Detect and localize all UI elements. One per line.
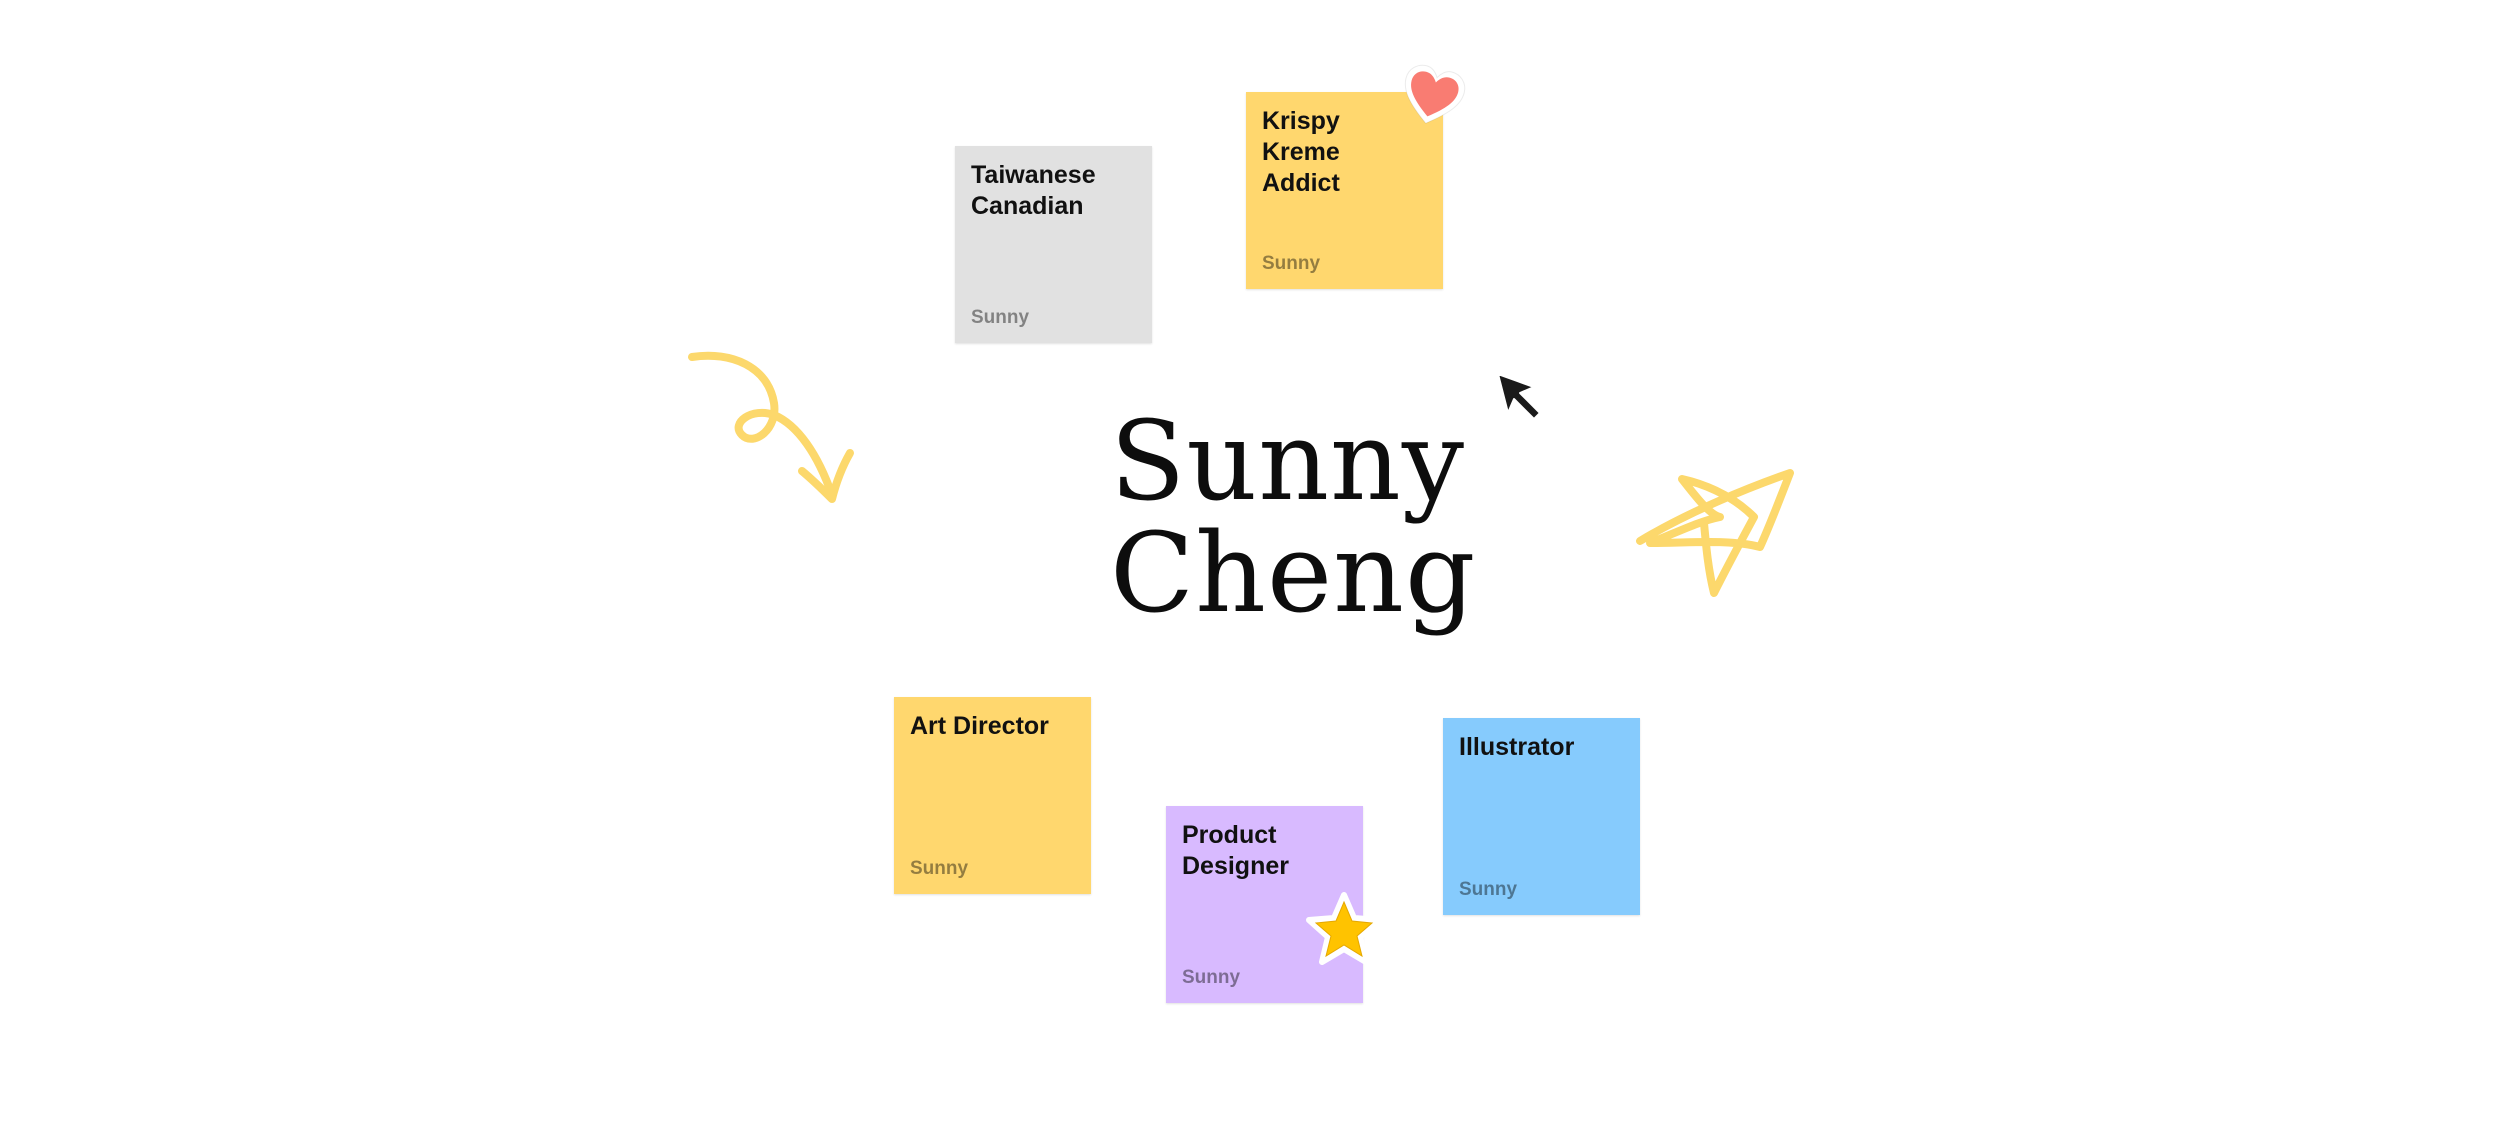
sticky-note-text: Product Designer (1182, 821, 1289, 880)
mouse-pointer-icon (1497, 373, 1541, 420)
sticky-note-text: Illustrator (1459, 733, 1575, 761)
sticky-note-text: Krispy Kreme Addict (1262, 107, 1340, 197)
heart-sticker-icon[interactable] (1396, 62, 1468, 134)
sticky-note-illustrator[interactable]: Illustrator Sunny (1443, 718, 1640, 915)
sticky-note-author: Sunny (1262, 253, 1321, 274)
page-title: Sunny Cheng (1110, 405, 1476, 629)
sticky-note-product-designer[interactable]: Product Designer Sunny (1166, 806, 1363, 1003)
star-sticker-icon[interactable] (1306, 892, 1382, 968)
hand-drawn-star-doodle-icon[interactable] (1630, 455, 1810, 605)
title-line-first: Sunny (1110, 397, 1466, 525)
sticky-note-krispy-kreme-addict[interactable]: Krispy Kreme Addict Sunny (1246, 92, 1443, 289)
sticky-note-art-director[interactable]: Art Director Sunny (894, 697, 1091, 894)
sticky-note-text: Taiwanese Canadian (971, 161, 1096, 220)
curly-arrow-doodle-icon[interactable] (682, 345, 862, 515)
sticky-note-author: Sunny (1459, 879, 1518, 900)
sticky-note-text: Art Director (910, 712, 1049, 740)
title-line-last: Cheng (1110, 509, 1477, 637)
sticky-note-author: Sunny (910, 858, 969, 879)
sticky-note-author: Sunny (971, 307, 1030, 328)
sticky-note-author: Sunny (1182, 967, 1241, 988)
sticky-note-taiwanese-canadian[interactable]: Taiwanese Canadian Sunny (955, 146, 1152, 343)
